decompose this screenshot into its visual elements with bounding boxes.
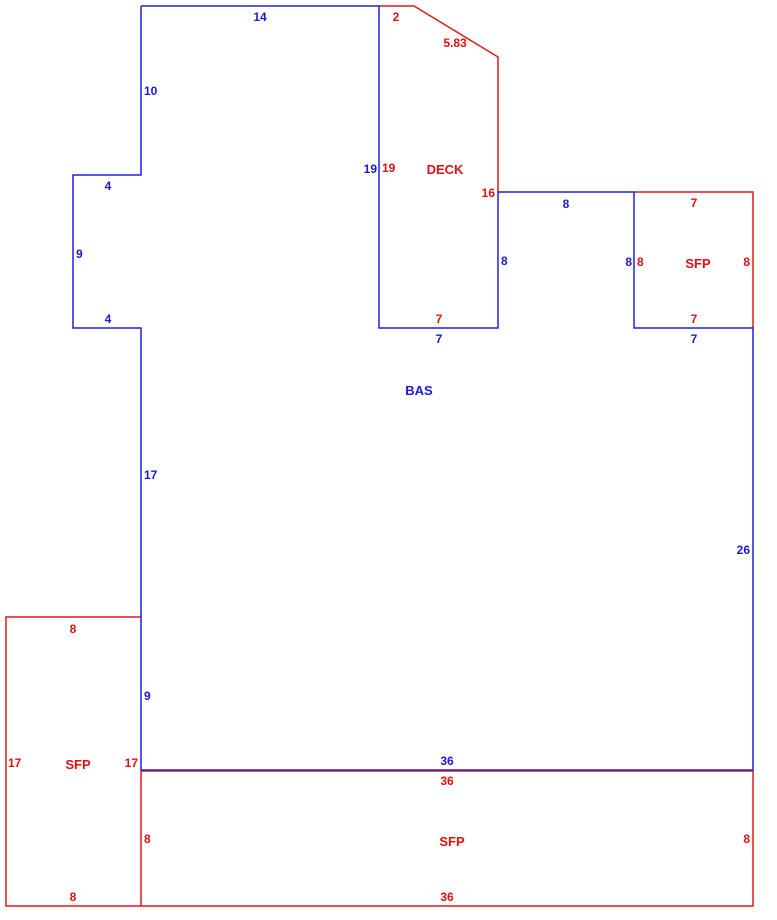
sfp-bottom-bottom-dimension: 36	[440, 890, 454, 904]
sfp-bottom-label: SFP	[439, 834, 465, 849]
bas-outline	[72, 5, 754, 771]
sfp-left-left-dimension: 17	[8, 756, 22, 770]
deck-outline	[379, 5, 499, 192]
deck-right-dimension: 16	[482, 186, 496, 200]
sfp-bottom-top-dimension: 36	[440, 774, 454, 788]
bas-step-top-dimension: 8	[563, 197, 570, 211]
sfp-right-left-dimension: 8	[637, 255, 644, 269]
sfp-left-bottom-dimension: 8	[70, 890, 77, 904]
bas-left-lower-dimension: 9	[144, 689, 151, 703]
bas-right-dimension: 26	[737, 543, 751, 557]
sfp-bottom-left-dimension: 8	[144, 832, 151, 846]
sfp-left-outline	[5, 616, 141, 907]
sfp-right-right-dimension: 8	[743, 255, 750, 269]
bas-label: BAS	[405, 383, 433, 398]
sfp-right-top-dimension: 7	[691, 196, 698, 210]
bas-jog-top-dimension: 4	[105, 179, 112, 193]
deck-left-dimension: 19	[382, 161, 396, 175]
bas-inner-bottom-dimension: 7	[436, 332, 443, 346]
bas-left-mid-dimension: 17	[144, 468, 158, 482]
sfp-right-bottom-dimension: 7	[691, 312, 698, 326]
bas-bottom-dimension: 36	[440, 754, 454, 768]
sfp-right-outline	[634, 191, 754, 328]
sfp-right-label: SFP	[685, 256, 711, 271]
bas-sfp-left-dimension: 8	[625, 255, 632, 269]
deck-bottom-dimension: 7	[436, 312, 443, 326]
deck-top-dimension: 2	[393, 10, 400, 24]
sfp-left-label: SFP	[65, 757, 91, 772]
sfp-left-right-dimension: 17	[125, 756, 139, 770]
deck-diagonal-dimension: 5.83	[443, 36, 467, 50]
sfp-bottom-right-dimension: 8	[743, 832, 750, 846]
bas-inner-right-dimension: 8	[501, 254, 508, 268]
bas-jog-side-dimension: 9	[76, 247, 83, 261]
bas-sfp-bottom-dimension: 7	[691, 332, 698, 346]
bas-inner-left-dimension: 19	[364, 162, 378, 176]
bas-jog-bottom-dimension: 4	[105, 312, 112, 326]
bas-top-dimension: 14	[253, 10, 267, 24]
bas-upper-left-dimension: 10	[144, 84, 158, 98]
deck-label: DECK	[427, 162, 464, 177]
sfp-left-top-dimension: 8	[70, 622, 77, 636]
sfp-bottom-outline	[140, 770, 754, 907]
